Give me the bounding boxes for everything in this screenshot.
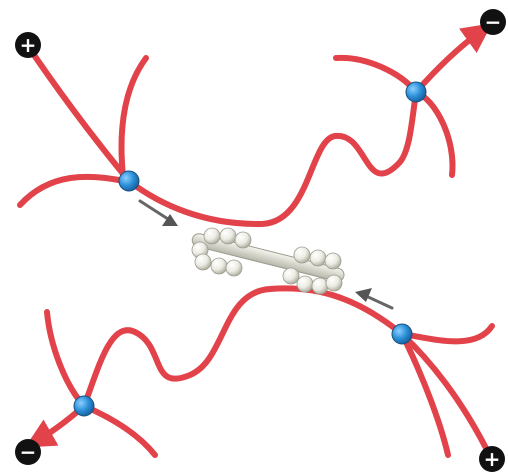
terminal-sign: + (484, 447, 501, 471)
node-upper-right (406, 82, 426, 102)
filament-upper-left-b (122, 58, 146, 176)
filament-lower-main (84, 288, 402, 406)
terminal-sign: + (20, 33, 37, 57)
terminal-top-right: − (480, 9, 506, 35)
filament-lower-right-a (402, 326, 492, 341)
filament-upper-main (129, 92, 416, 224)
terminal-bottom-left: − (15, 439, 41, 465)
upper-filament-network (20, 32, 480, 224)
terminal-bottom-right: + (479, 446, 505, 472)
filament-upper-right-b (416, 92, 453, 175)
terminal-sign: − (485, 10, 502, 34)
filament-upper-right-a (336, 58, 416, 92)
filament-upper-left-a (34, 55, 129, 181)
filament-upper-left-c (20, 177, 124, 205)
filament-upper-right-c (416, 32, 480, 92)
node-lower-left (74, 396, 94, 416)
filament-lower-left-a (47, 312, 84, 406)
lower-filament-network (38, 288, 492, 460)
node-lower-right (392, 324, 412, 344)
myosin-bundle-icon (191, 228, 346, 294)
filament-lower-left-b (84, 406, 155, 455)
terminal-sign: − (20, 440, 37, 464)
terminal-top-left: + (15, 32, 41, 58)
node-upper-left (119, 171, 139, 191)
filament-lower-right-b (402, 334, 448, 455)
